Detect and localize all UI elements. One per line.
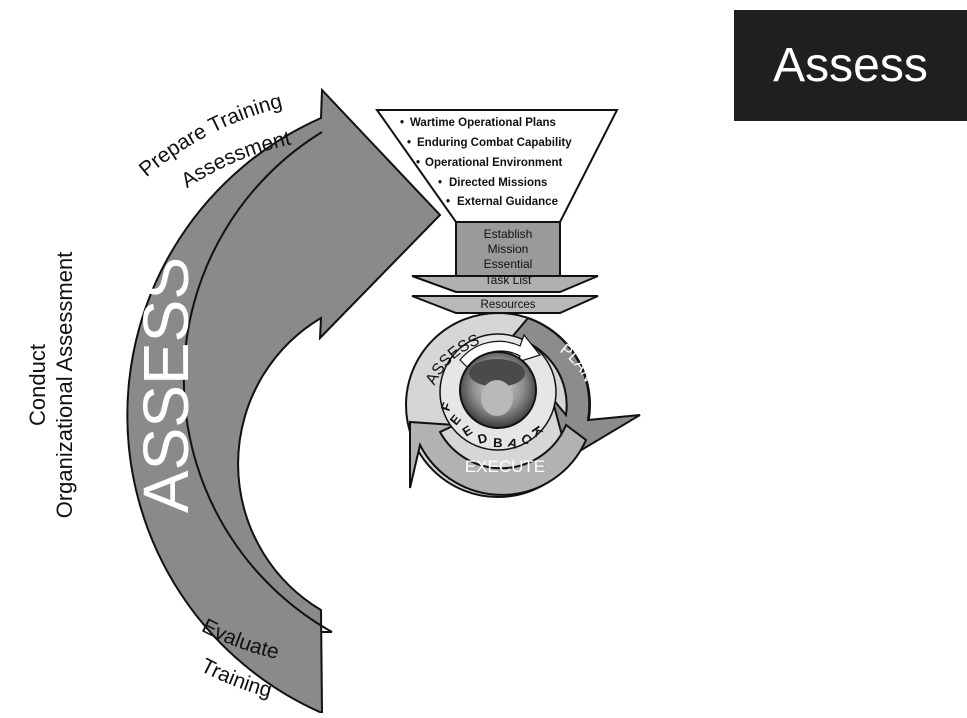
metl-arrow-band (411, 275, 599, 293)
metl-line: Establish (484, 227, 533, 241)
metl-line: Task List (485, 273, 532, 287)
funnel-bullet: • (446, 196, 450, 208)
funnel-input-item: External Guidance (457, 196, 558, 208)
training-cycle: ASSESS PLAN EXECUTE F E E D B A C K (405, 312, 641, 498)
title-banner: Assess (734, 10, 967, 121)
arc-center-label: ASSESS (130, 257, 202, 513)
cycle-execute-label: EXECUTE (465, 457, 545, 476)
metl-text: Establish Mission Essential Task List (484, 227, 533, 287)
funnel-input-list: • Wartime Operational Plans • Enduring C… (400, 117, 572, 208)
arc-separator (182, 131, 333, 633)
metl-block (455, 221, 561, 286)
feedback-letter: B (493, 435, 503, 450)
page-title: Assess (773, 39, 928, 92)
outer-label-line1: Conduct (25, 344, 50, 426)
resources-label: Resources (481, 299, 536, 311)
execute-arrow (409, 420, 588, 496)
feedback-letter: D (476, 430, 489, 447)
assess-arc-arrow (126, 87, 442, 715)
funnel-bullet: • (438, 177, 442, 189)
funnel-input-item: Enduring Combat Capability (417, 137, 572, 149)
outer-label-line2: Organizational Assessment (52, 252, 77, 519)
funnel-input-item: Wartime Operational Plans (410, 117, 556, 129)
metl-line: Mission (488, 242, 529, 256)
face-shape (481, 380, 513, 416)
funnel-bullet: • (416, 157, 420, 169)
plan-segment (510, 316, 641, 460)
funnel-input-item: Directed Missions (449, 177, 547, 189)
funnel-bullet: • (400, 117, 404, 129)
funnel-input-item: Operational Environment (425, 157, 563, 169)
helmet-shape (469, 359, 525, 387)
metl-line: Essential (484, 257, 533, 271)
resources-band (411, 295, 599, 314)
funnel-bullet: • (407, 137, 411, 149)
